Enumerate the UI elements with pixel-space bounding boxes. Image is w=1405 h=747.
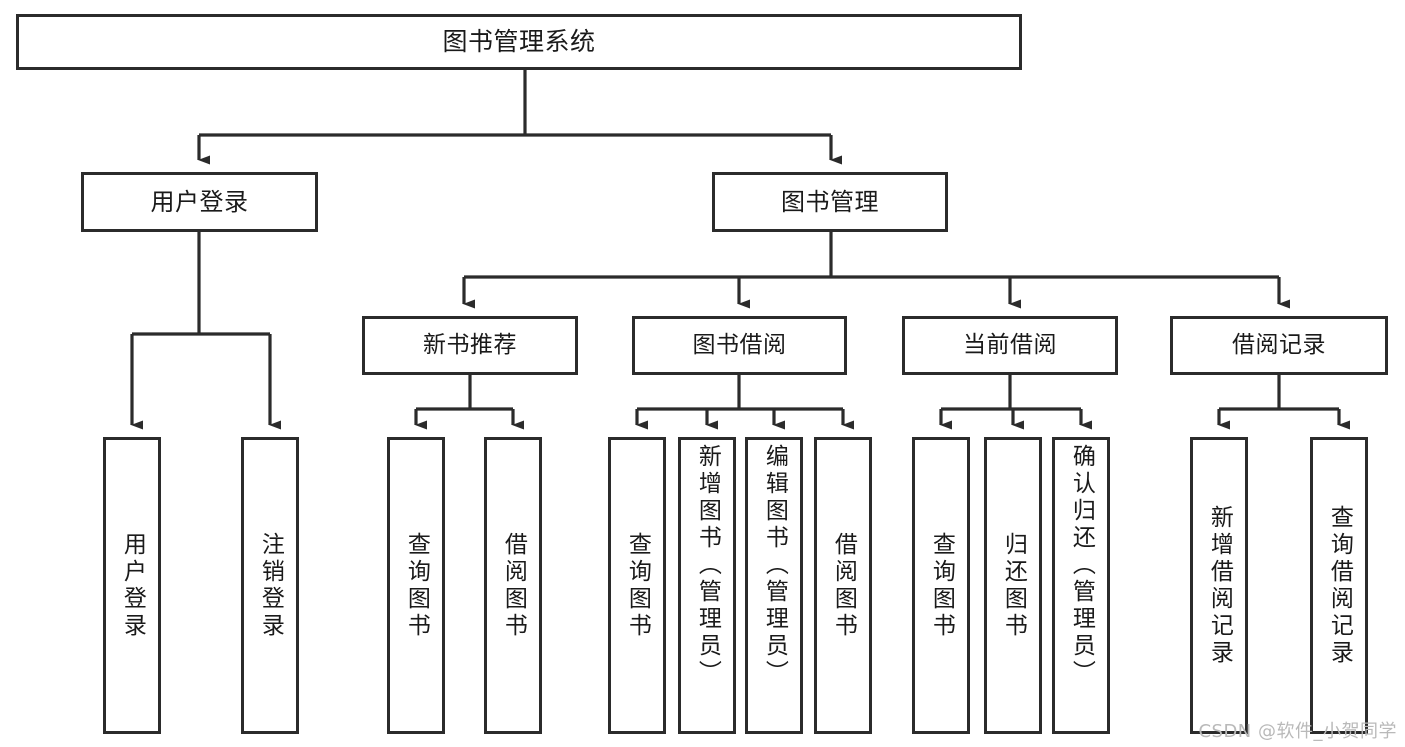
node-new-book-recommend-label: 新书推荐 [423, 331, 517, 358]
node-leaf-query-book-recommend[interactable]: 查询图书 [387, 437, 445, 734]
node-leaf-borrow-book-recommend[interactable]: 借阅图书 [484, 437, 542, 734]
node-leaf-user-login[interactable]: 用户登录 [103, 437, 161, 734]
node-leaf-query-borrow-record[interactable]: 查询借阅记录 [1310, 437, 1368, 734]
node-leaf-query-book-recommend-label: 查询图书 [403, 531, 430, 640]
node-root-label: 图书管理系统 [442, 27, 596, 56]
node-borrow-record-label: 借阅记录 [1232, 331, 1326, 358]
node-leaf-user-logout[interactable]: 注销登录 [241, 437, 299, 734]
node-leaf-user-logout-label: 注销登录 [257, 531, 284, 640]
node-user-login[interactable]: 用户登录 [81, 172, 318, 232]
node-leaf-query-book-borrow-label: 查询图书 [624, 531, 651, 640]
node-user-login-label: 用户登录 [150, 187, 249, 216]
node-leaf-add-borrow-record[interactable]: 新增借阅记录 [1190, 437, 1248, 734]
node-leaf-confirm-return[interactable]: 确认归还（管理员） [1052, 437, 1110, 734]
node-leaf-borrow-book-recommend-label: 借阅图书 [500, 531, 527, 640]
node-new-book-recommend[interactable]: 新书推荐 [362, 316, 578, 375]
node-leaf-query-book-current[interactable]: 查询图书 [912, 437, 970, 734]
node-leaf-return-book[interactable]: 归还图书 [984, 437, 1042, 734]
node-leaf-edit-book-label: 编辑图书（管理员） [761, 444, 788, 687]
node-current-borrow[interactable]: 当前借阅 [902, 316, 1118, 375]
node-leaf-user-login-label: 用户登录 [119, 531, 146, 640]
node-leaf-query-book-current-label: 查询图书 [928, 531, 955, 640]
node-leaf-borrow-book[interactable]: 借阅图书 [814, 437, 872, 734]
node-leaf-add-book-label: 新增图书（管理员） [694, 444, 721, 687]
node-leaf-add-book[interactable]: 新增图书（管理员） [678, 437, 736, 734]
node-current-borrow-label: 当前借阅 [963, 331, 1057, 358]
node-root[interactable]: 图书管理系统 [16, 14, 1022, 70]
node-leaf-edit-book[interactable]: 编辑图书（管理员） [745, 437, 803, 734]
node-book-manage-label: 图书管理 [781, 187, 879, 216]
node-borrow-record[interactable]: 借阅记录 [1170, 316, 1388, 375]
node-leaf-query-book-borrow[interactable]: 查询图书 [608, 437, 666, 734]
node-leaf-add-borrow-record-label: 新增借阅记录 [1206, 504, 1233, 667]
node-leaf-query-borrow-record-label: 查询借阅记录 [1326, 504, 1353, 667]
node-book-manage[interactable]: 图书管理 [712, 172, 948, 232]
node-leaf-borrow-book-label: 借阅图书 [830, 531, 857, 640]
node-leaf-confirm-return-label: 确认归还（管理员） [1068, 444, 1095, 687]
watermark-text: CSDN @软件_小贺同学 [1198, 721, 1397, 742]
node-leaf-return-book-label: 归还图书 [1000, 531, 1027, 640]
node-book-borrow[interactable]: 图书借阅 [632, 316, 847, 375]
node-book-borrow-label: 图书借阅 [692, 331, 787, 358]
